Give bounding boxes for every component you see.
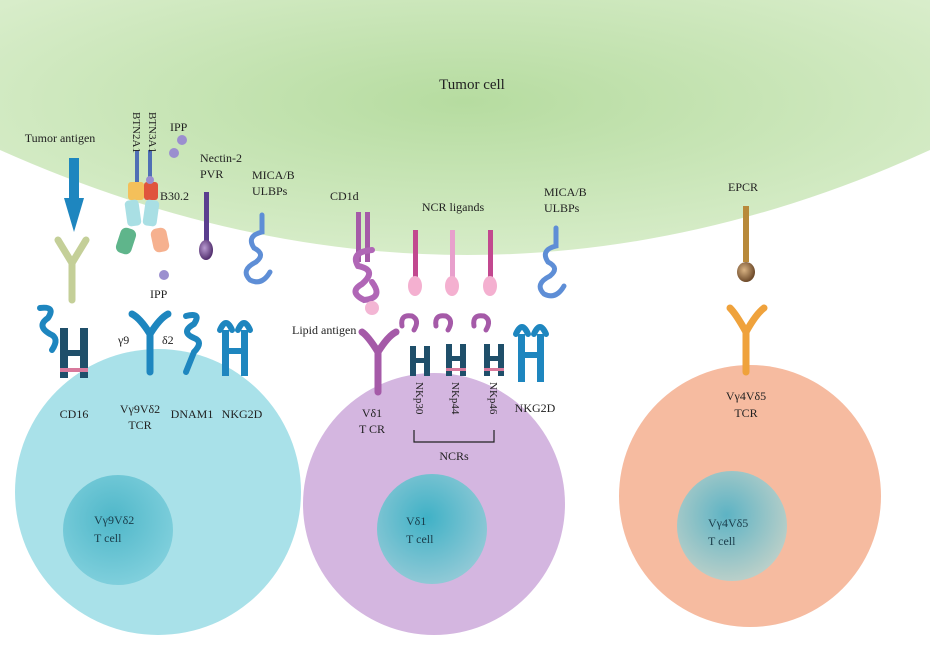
vg4vd5-nucleus-line1: Vγ4Vδ5 bbox=[708, 516, 748, 530]
dnam1-receptor-icon bbox=[183, 312, 202, 375]
vg9vd2-tcr-line2: TCR bbox=[128, 418, 151, 432]
nkp44-receptor-icon bbox=[433, 313, 466, 376]
mica-ulbps-icon bbox=[243, 212, 273, 285]
ipp-top-label: IPP bbox=[170, 120, 188, 134]
ncr-ligand-icon bbox=[445, 230, 459, 296]
cd16-receptor-icon bbox=[37, 304, 88, 378]
mica-ulbps-1-line1: MICA/B bbox=[252, 168, 295, 182]
delta2-label: δ2 bbox=[162, 333, 174, 347]
nkp44-label: NKp44 bbox=[449, 382, 461, 415]
vg9vd2-t-cell bbox=[15, 349, 301, 635]
vg4vd5-nucleus-line2: T cell bbox=[708, 534, 736, 548]
vg4vd5-tcr-icon bbox=[726, 304, 768, 376]
ncr-ligands-label: NCR ligands bbox=[422, 200, 485, 214]
ipp-molecule-icon bbox=[146, 135, 187, 280]
vg4vd5-tcr-line2: TCR bbox=[734, 406, 757, 420]
epcr-label: EPCR bbox=[728, 180, 758, 194]
dnam1-label: DNAM1 bbox=[171, 407, 214, 421]
pvr-label: PVR bbox=[200, 167, 223, 181]
btn-complex-icon bbox=[115, 150, 170, 255]
vg4vd5-tcr-line1: Vγ4Vδ5 bbox=[726, 389, 766, 403]
btn2a1-label: BTN2A1 bbox=[130, 112, 142, 153]
mica-ulbps-2-line2: ULBPs bbox=[544, 201, 580, 215]
mica-ulbps-1-line2: ULBPs bbox=[252, 184, 288, 198]
ipp-bottom-label: IPP bbox=[150, 287, 168, 301]
vd1-tcr-line1: Vδ1 bbox=[362, 406, 382, 420]
ncrs-bracket bbox=[413, 430, 495, 443]
nkg2d-2-label: NKG2D bbox=[515, 401, 556, 415]
btn3a1-label: BTN3A1 bbox=[146, 112, 158, 153]
vd1-tcr-line2: T CR bbox=[359, 422, 385, 436]
gamma9-label: γ9 bbox=[117, 333, 129, 347]
lipid-antigen-icon bbox=[365, 301, 379, 315]
nectin-label: Nectin-2 bbox=[200, 151, 242, 165]
nkg2d-receptor-icon bbox=[217, 320, 253, 376]
nkg2d-receptor-icon bbox=[513, 324, 549, 382]
ncr-ligand-icon bbox=[408, 230, 422, 296]
nkp30-label: NKp30 bbox=[413, 382, 425, 415]
tumor-cell-membrane bbox=[0, 0, 930, 255]
vd1-nucleus-line2: T cell bbox=[406, 532, 434, 546]
b30-2-label: B30.2 bbox=[160, 189, 189, 203]
vg9vd2-nucleus-line2: T cell bbox=[94, 531, 122, 545]
vd1-tcr-icon bbox=[358, 328, 400, 396]
vd1-nucleus bbox=[377, 474, 487, 584]
tumor-antigen-icon bbox=[64, 158, 84, 232]
vd1-nucleus-line1: Vδ1 bbox=[406, 514, 426, 528]
lipid-antigen-label: Lipid antigen bbox=[292, 323, 356, 337]
nkg2d-1-label: NKG2D bbox=[222, 407, 263, 421]
vg9vd2-nucleus bbox=[63, 475, 173, 585]
tumor-antigen-label: Tumor antigen bbox=[25, 131, 96, 145]
mica-ulbps-2-line1: MICA/B bbox=[544, 185, 587, 199]
vg4vd5-nucleus bbox=[677, 471, 787, 581]
mica-ulbps-icon bbox=[537, 225, 567, 299]
nkp30-receptor-icon bbox=[399, 313, 430, 376]
ncr-ligand-icon bbox=[483, 230, 497, 296]
nkp46-receptor-icon bbox=[471, 313, 504, 376]
cd16-label: CD16 bbox=[60, 407, 89, 421]
nkp46-label: NKp46 bbox=[487, 382, 499, 415]
cd1d-icon bbox=[352, 212, 380, 304]
vg9vd2-tcr-icon bbox=[128, 310, 172, 376]
nectin-pvr-icon bbox=[199, 192, 213, 260]
vg9vd2-tcr-line1: Vγ9Vδ2 bbox=[120, 402, 160, 416]
ncrs-label: NCRs bbox=[439, 449, 469, 463]
antibody-icon bbox=[54, 236, 90, 304]
vg9vd2-nucleus-line1: Vγ9Vδ2 bbox=[94, 513, 134, 527]
epcr-icon bbox=[737, 206, 755, 282]
cd1d-label: CD1d bbox=[330, 189, 359, 203]
tumor-cell-label: Tumor cell bbox=[439, 77, 505, 93]
